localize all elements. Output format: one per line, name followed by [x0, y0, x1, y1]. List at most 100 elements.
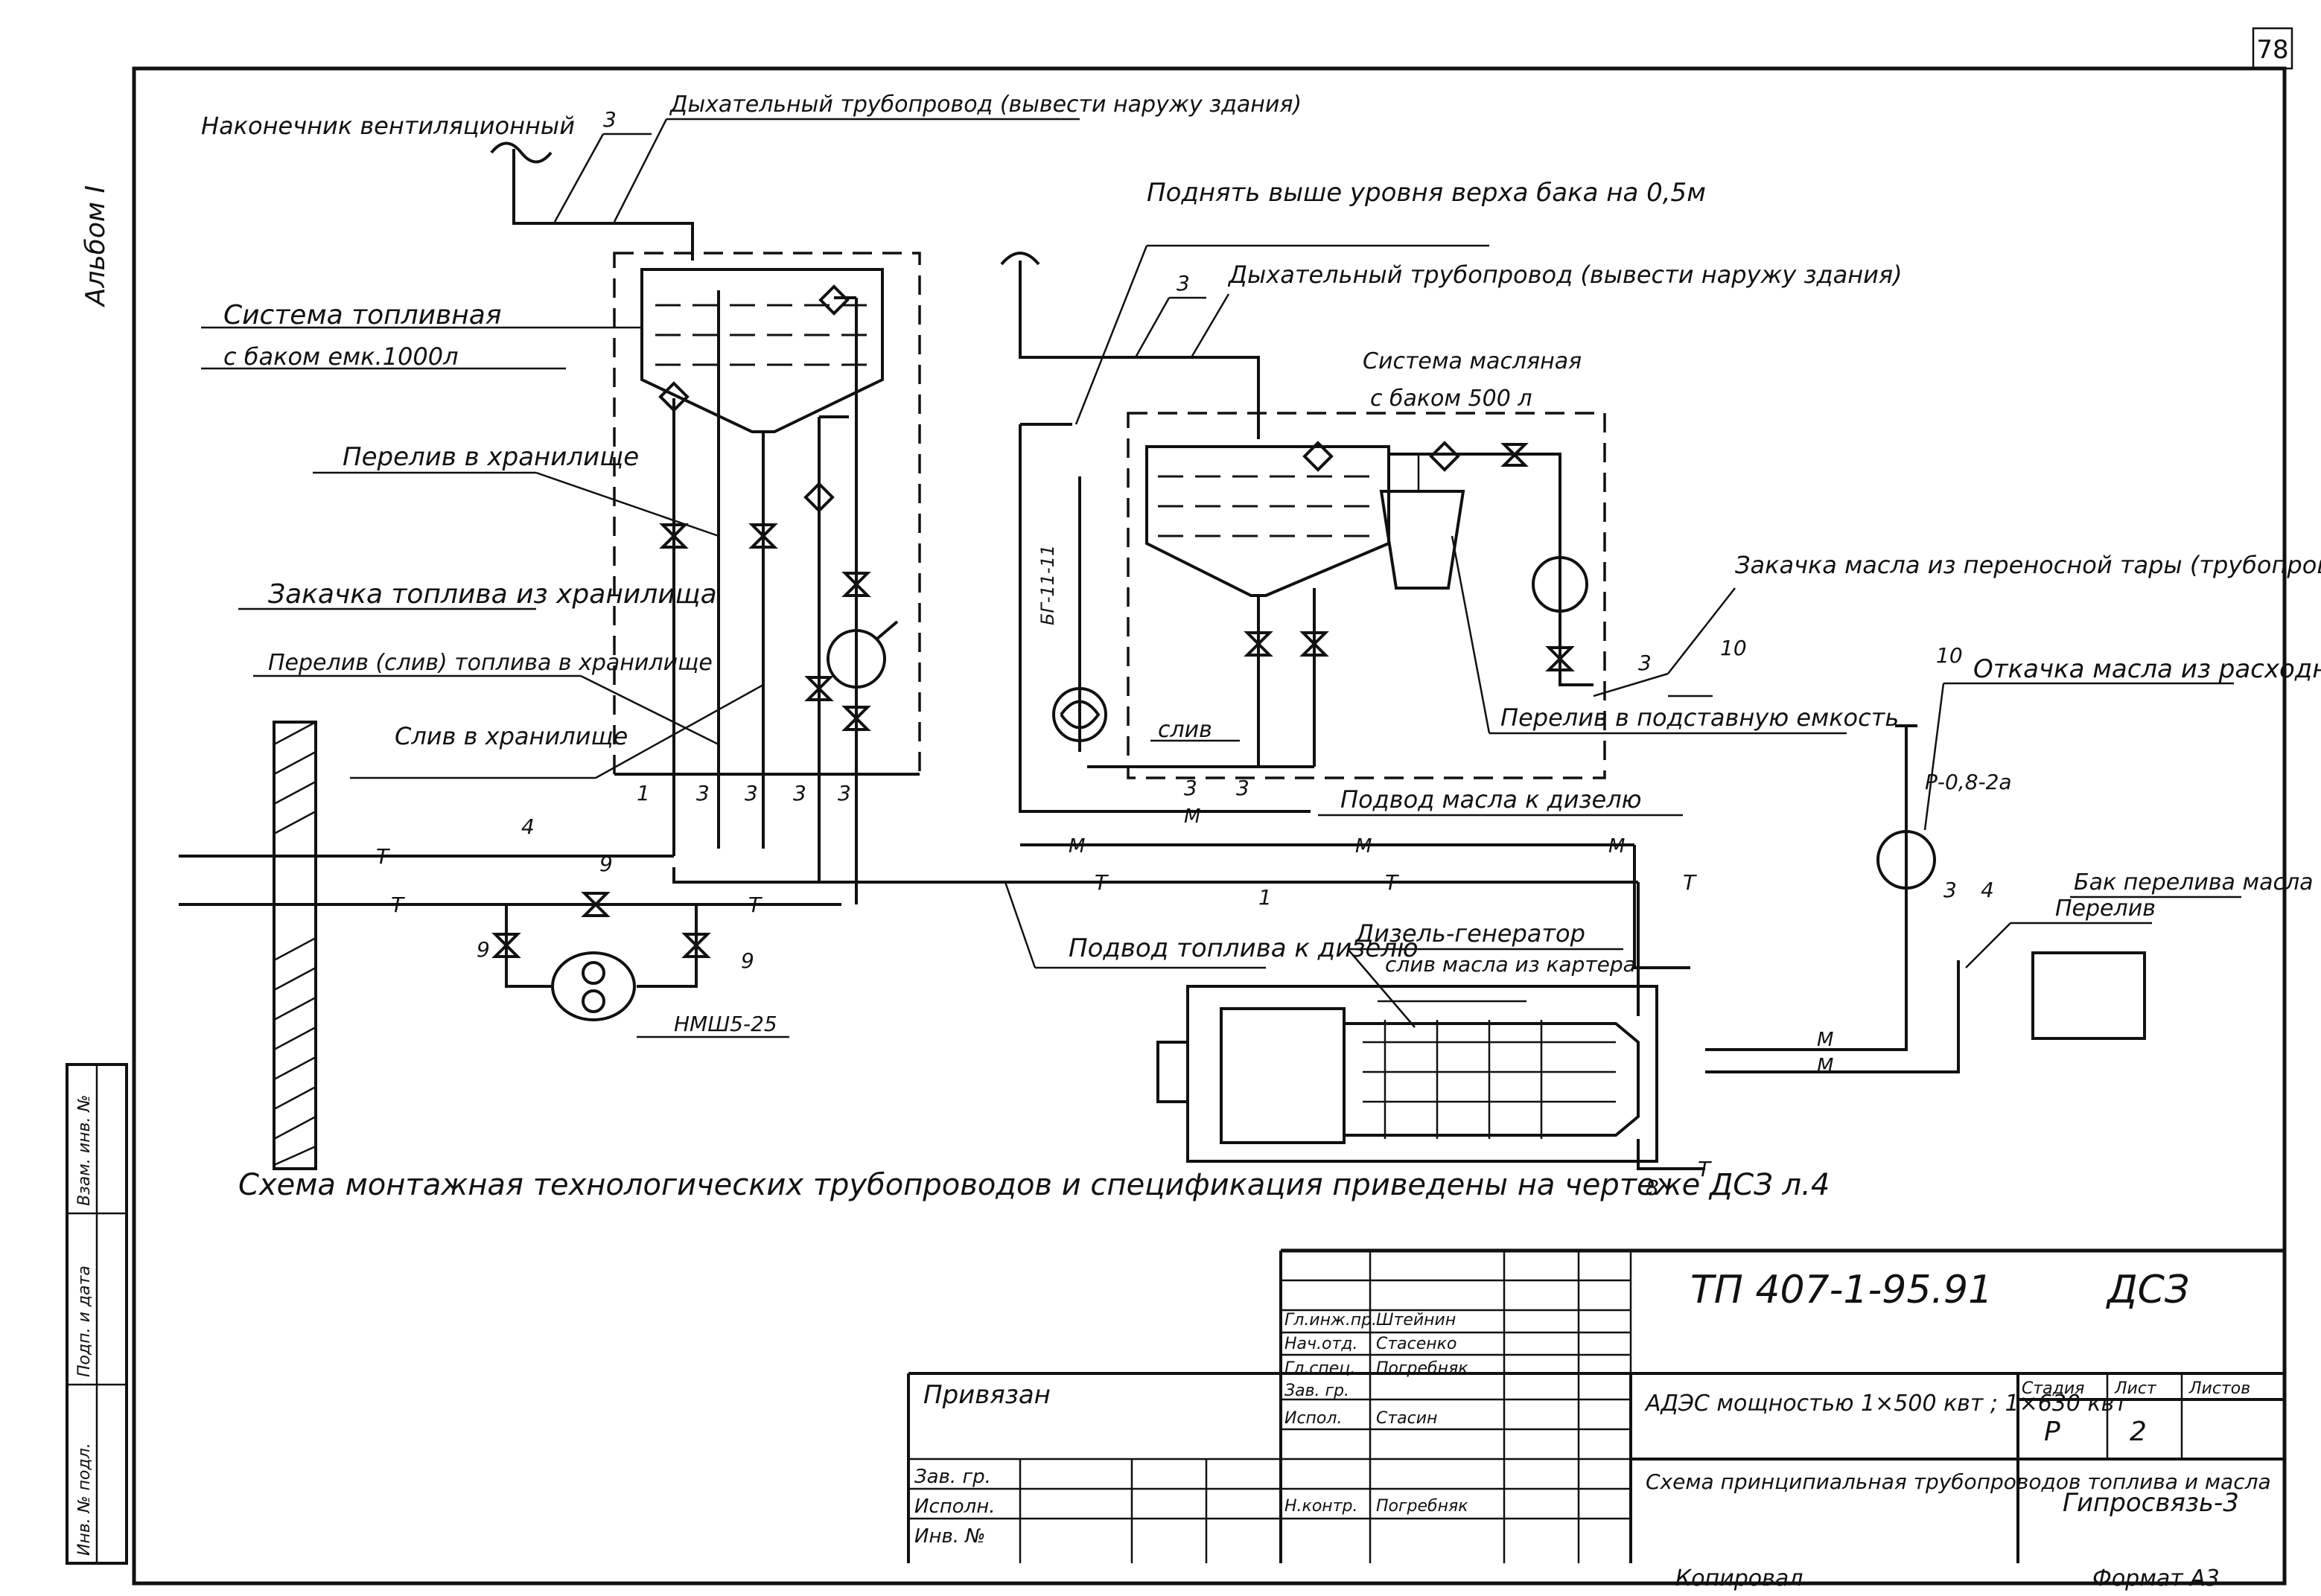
oil-breather-label: Дыхательный трубопровод (вывести наружу … [1227, 261, 1903, 289]
pos-3-oil: 3 [1638, 651, 1652, 675]
pos-3-pumpout: 3 [1943, 878, 1957, 902]
tb-name-5: Погребняк [1376, 1497, 1468, 1516]
oil-pump-bg [1052, 687, 1107, 742]
oil-gauge [1532, 556, 1588, 613]
tb-format: Формат А3 [2092, 1565, 2220, 1592]
tb-role-5: Н.контр. [1284, 1497, 1357, 1516]
overflow-container-label: Перелив в подставную емкость [1500, 703, 1899, 732]
side-cell-2: Взам. инв. № [75, 1095, 94, 1206]
tb-left-2: Инв. № [914, 1525, 985, 1548]
fuel-breather-label: Дыхательный трубопровод (вывести наружу … [669, 92, 1302, 118]
pos-10-oil: 10 [1720, 636, 1747, 660]
oil-system-label: Система масляная [1363, 348, 1582, 374]
pos-10-pumpout: 10 [1936, 643, 1963, 668]
tb-stage-h: Стадия [2022, 1379, 2084, 1398]
pump-nmsh-label: НМШ5-25 [674, 1012, 777, 1036]
tb-role-3: Зав. гр. [1284, 1382, 1349, 1400]
oil-pumping-label: Закачка масла из переносной тары (трубоп… [1735, 551, 2321, 579]
pos-3c: 3 [793, 781, 806, 805]
tb-bound: Привязан [923, 1380, 1051, 1410]
fuel-overflow-drain-label: Перелив (слив) топлива в хранилище [268, 650, 713, 676]
fuel-gauge [827, 620, 899, 689]
pos-3d: 3 [838, 781, 851, 805]
raise-above-label: Поднять выше уровня верха бака на 0,5м [1147, 178, 1706, 208]
fuel-breather-leaders [553, 118, 1080, 223]
tb-left-rows: Зав. гр.Исполн.Инв. № [914, 1466, 996, 1548]
fuel-pos-numbers: 1 3 3 3 3 4 9 9 9 1 [477, 781, 1272, 973]
pos-9c: 9 [741, 948, 754, 973]
mark-m-4: М [1184, 805, 1200, 828]
tb-role-4: Испол. [1284, 1409, 1342, 1428]
wall-hatch [273, 721, 317, 1170]
mark-t-5: Т [1385, 870, 1399, 895]
drawing-frame [132, 66, 2287, 1586]
note-line-1: Схема монтажная технологических трубопро… [238, 1168, 1830, 1202]
mark-m-6: М [1817, 1055, 1833, 1077]
fuel-system-label: Система топливная [223, 300, 502, 331]
fuel-valves [659, 523, 871, 731]
fuel-tank [640, 268, 884, 433]
fuel-vertical-pipes [672, 290, 858, 849]
fuel-main-lines [179, 767, 1640, 975]
overflow-storage-label: Перелив в хранилище [343, 442, 639, 472]
oil-pumpout-label: Откачка масла из расходного бака на дизе… [1973, 654, 2321, 684]
drain-storage-label: Слив в хранилище [395, 722, 628, 750]
pos-8: 8 [1646, 1175, 1659, 1200]
pos-9a: 9 [599, 852, 613, 876]
tb-mark: ДСЗ [2106, 1268, 2189, 1312]
pos-9b: 9 [477, 937, 490, 962]
mark-t-6: Т [1683, 870, 1697, 895]
valve-p-label: Р-0,8-2а [1925, 770, 2012, 794]
mark-t-2: Т [391, 893, 405, 917]
pos-3b: 3 [745, 781, 758, 805]
tb-code: ТП 407-1-95.91 [1690, 1268, 1993, 1312]
fuel-tank-capacity: с баком емк.1000л [223, 342, 459, 371]
album-label: Альбом I [80, 185, 111, 307]
pos-3-oil-b: 3 [1236, 776, 1249, 800]
fuel-pumping-label: Закачка топлива из хранилища [268, 579, 717, 610]
pos-3-oil-breather: 3 [1177, 271, 1190, 296]
tb-role-2: Гл.спец. [1284, 1359, 1355, 1378]
oil-drain-label: слив [1158, 717, 1212, 743]
pos-3-oil-a: 3 [1184, 776, 1197, 800]
mark-m-1: М [1069, 835, 1085, 858]
side-cell-0: Инв. № подл. [75, 1443, 94, 1556]
tb-object: АДЭС мощностью 1×500 квт ; 1×630 квт [1644, 1391, 2128, 1417]
fuel-pump-circuit [491, 892, 711, 1021]
tb-sheet: 2 [2130, 1417, 2147, 1447]
fuel-breather-pipe [490, 141, 694, 261]
tb-name-2: Погребняк [1376, 1359, 1468, 1378]
oil-breather-pipe [1000, 252, 1260, 439]
tb-name-1: Стасенко [1376, 1335, 1456, 1353]
tb-copied: Копировал [1675, 1565, 1803, 1592]
oil-tank [1145, 445, 1390, 597]
oil-tank-label: с баком 500 л [1370, 386, 1532, 412]
pos-3a: 3 [696, 781, 710, 805]
mark-m-5: М [1817, 1029, 1833, 1051]
mark-m-2: М [1355, 835, 1372, 858]
oil-supply-label: Подвод масла к дизелю [1340, 785, 1642, 814]
diesel-generator [1156, 985, 1658, 1163]
title-block [907, 1248, 2285, 1563]
vent-tip-label: Наконечник вентиляционный [201, 112, 575, 140]
oil-drain-crankcase-label: слив масла из картера [1385, 952, 1636, 977]
page-number-box [2252, 27, 2293, 70]
page-number: 78 [2256, 35, 2288, 65]
tb-org: Гипросвязь-3 [2063, 1488, 2239, 1518]
tb-role-0: Гл.инж.пр. [1284, 1311, 1377, 1330]
tb-left-0: Зав. гр. [914, 1466, 991, 1488]
tb-sheets-h: Листов [2188, 1379, 2250, 1398]
tb-name-0: Штейнин [1376, 1311, 1456, 1330]
pos-4-pumpout: 4 [1981, 878, 1994, 902]
oil-circuit-pipes [1019, 423, 1690, 969]
tb-signature-rows: Гл.инж.пр. Нач.отд. Гл.спец. Зав. гр. Испол.… [1284, 1311, 1468, 1516]
oil-pumpout-circuit [1705, 724, 2146, 1073]
oil-overflow-tank-label: Бак перелива масла [2074, 869, 2314, 896]
tb-stage: Р [2044, 1417, 2060, 1447]
oil-system-enclosure [1127, 412, 1606, 779]
tb-role-1: Нач.отд. [1284, 1335, 1358, 1353]
fuel-line-marks: Т Т Т Т Т Т Т [376, 844, 1712, 1181]
fuel-system-enclosure [613, 252, 921, 776]
oil-dispense-cup [1379, 454, 1465, 590]
